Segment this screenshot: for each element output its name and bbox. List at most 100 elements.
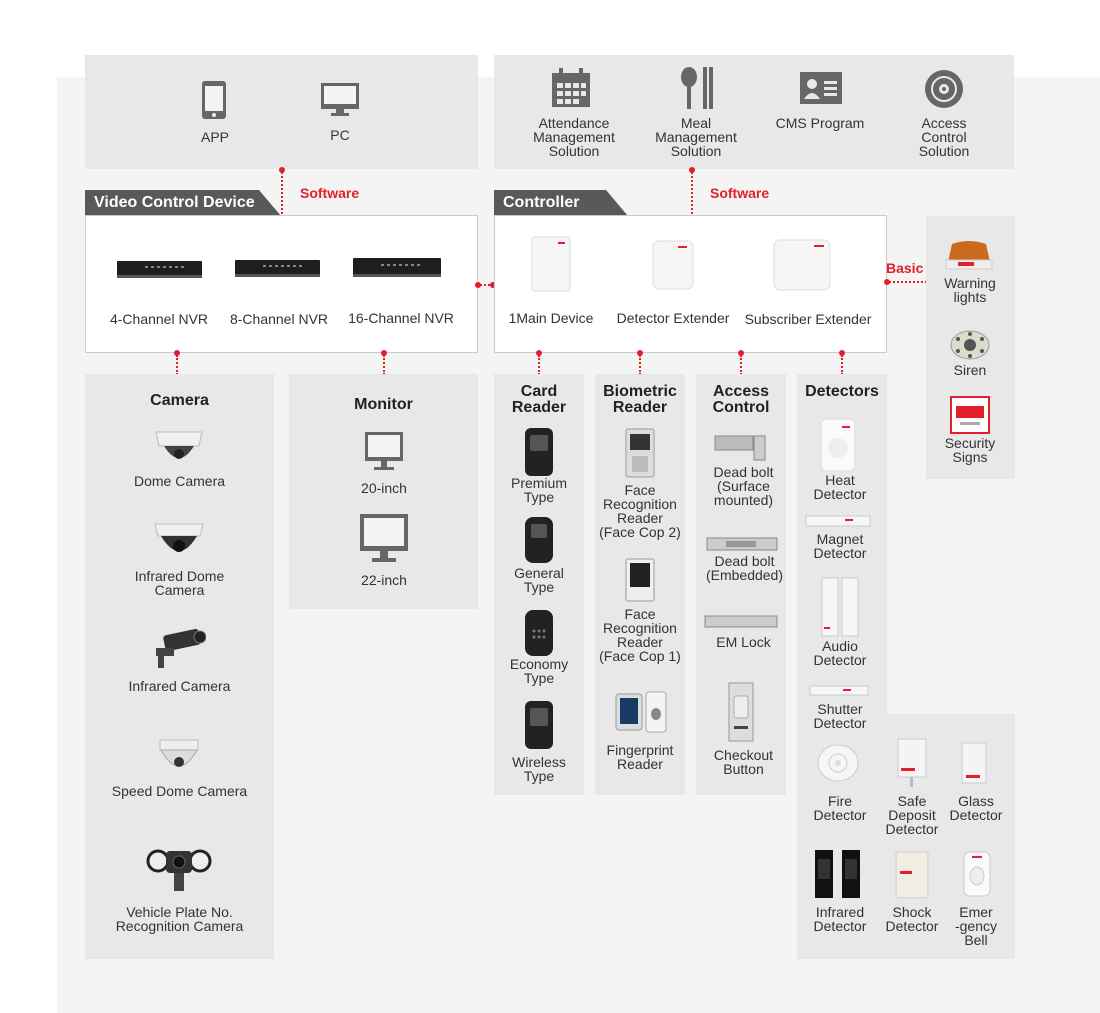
glass-detector-label: Glass Detector bbox=[949, 793, 1003, 823]
card-reader-title: Card Reader bbox=[511, 383, 567, 416]
heat-detector-image bbox=[820, 418, 856, 472]
pc-label: PC bbox=[330, 127, 350, 143]
attendance-label: Attendance Management Solution bbox=[533, 115, 615, 159]
shock-detector-image bbox=[895, 851, 929, 899]
economy-reader-image bbox=[525, 610, 553, 656]
detector-extender-label: Detector Extender bbox=[616, 310, 730, 326]
nvr-8-label: 8-Channel NVR bbox=[229, 311, 329, 327]
siren-image bbox=[950, 330, 990, 360]
connector-dot bbox=[174, 350, 180, 356]
nvr-8-image bbox=[235, 260, 320, 277]
lpr-camera-label: Vehicle Plate No. Recognition Camera bbox=[115, 904, 244, 934]
connector-dot bbox=[637, 350, 643, 356]
fingerprint-reader-label: Fingerprint Reader bbox=[606, 742, 674, 772]
heat-detector-label: Heat Detector bbox=[813, 472, 867, 502]
infrared-detector-image bbox=[815, 850, 860, 898]
connector-line bbox=[889, 281, 927, 283]
connector-line bbox=[383, 355, 385, 375]
em-lock-image bbox=[704, 615, 778, 628]
basic-label: Basic bbox=[886, 260, 924, 276]
deadbolt-surface-label: Dead bolt (Surface mounted) bbox=[713, 464, 774, 508]
main-device-label: 1Main Device bbox=[508, 310, 594, 326]
fire-detector-image bbox=[817, 744, 859, 782]
video-control-box bbox=[85, 215, 478, 353]
shutter-detector-image bbox=[809, 685, 869, 696]
monitor-22-icon bbox=[360, 514, 408, 562]
premium-reader-image bbox=[525, 428, 553, 476]
monitor-icon bbox=[321, 83, 359, 116]
safe-deposit-detector-label: Safe Deposit Detector bbox=[885, 793, 939, 837]
id-card-icon bbox=[800, 72, 842, 104]
connector-dot bbox=[689, 167, 695, 173]
nvr-16-label: 16-Channel NVR bbox=[348, 310, 454, 326]
clients-panel bbox=[85, 55, 478, 169]
connector-dot bbox=[884, 279, 890, 285]
safe-deposit-detector-image bbox=[897, 738, 927, 787]
disc-icon bbox=[925, 70, 963, 108]
shock-detector-label: Shock Detector bbox=[885, 904, 939, 934]
checkout-button-label: Checkout Button bbox=[713, 747, 774, 777]
general-type-label: General Type bbox=[514, 565, 564, 595]
monitor-22-label: 22-inch bbox=[361, 572, 407, 588]
calendar-icon bbox=[552, 68, 590, 107]
face-cop-1-label: Face Recognition Reader (Face Cop 1) bbox=[599, 606, 681, 664]
connector-line bbox=[740, 355, 742, 375]
warning-light-image bbox=[945, 241, 993, 270]
ir-dome-camera-image bbox=[154, 523, 204, 552]
detectors-title: Detectors bbox=[805, 383, 879, 400]
video-control-tab: Video Control Device bbox=[85, 190, 281, 216]
infrared-detector-label: Infrared Detector bbox=[813, 904, 867, 934]
face-cop-1-image bbox=[625, 558, 655, 602]
deadbolt-surface-image bbox=[714, 435, 766, 461]
connector-dot bbox=[536, 350, 542, 356]
general-reader-image bbox=[525, 517, 553, 563]
detector-extender-image bbox=[652, 240, 694, 290]
software-left-label: Software bbox=[300, 185, 360, 201]
checkout-button-image bbox=[728, 682, 754, 742]
connector-line bbox=[841, 355, 843, 375]
deadbolt-embedded-label: Dead bolt (Embedded) bbox=[705, 553, 784, 583]
ir-dome-camera-label: Infrared Dome Camera bbox=[134, 568, 225, 598]
connector-line bbox=[480, 284, 490, 286]
connector-dot bbox=[475, 282, 481, 288]
connector-line bbox=[639, 355, 641, 375]
meal-label: Meal Management Solution bbox=[655, 115, 737, 159]
emergency-bell-label: Emer -gency Bell bbox=[954, 904, 998, 948]
nvr-16-image bbox=[353, 258, 441, 277]
connector-dot bbox=[738, 350, 744, 356]
fire-detector-label: Fire Detector bbox=[813, 793, 867, 823]
subscriber-extender-image bbox=[773, 239, 831, 291]
camera-title: Camera bbox=[150, 392, 209, 409]
security-sign-image bbox=[950, 396, 990, 434]
access-solution-label: Access Control Solution bbox=[918, 115, 970, 159]
magnet-detector-image bbox=[805, 515, 871, 527]
monitor-panel bbox=[289, 374, 478, 609]
nvr-4-label: 4-Channel NVR bbox=[109, 311, 209, 327]
emergency-bell-image bbox=[963, 851, 991, 897]
security-signs-label: Security Signs bbox=[944, 435, 996, 465]
monitor-20-icon bbox=[365, 432, 403, 470]
monitor-title: Monitor bbox=[354, 396, 413, 413]
magnet-detector-label: Magnet Detector bbox=[813, 531, 867, 561]
connector-line bbox=[281, 172, 283, 214]
audio-detector-label: Audio Detector bbox=[813, 638, 867, 668]
main-device-image bbox=[531, 236, 571, 292]
shutter-detector-label: Shutter Detector bbox=[813, 701, 867, 731]
glass-detector-image bbox=[961, 742, 987, 784]
economy-type-label: Economy Type bbox=[509, 656, 569, 686]
face-cop-2-label: Face Recognition Reader (Face Cop 2) bbox=[599, 482, 681, 540]
cms-label: CMS Program bbox=[775, 115, 865, 131]
ir-camera-image bbox=[156, 628, 206, 668]
audio-detector-image bbox=[821, 577, 859, 637]
connector-line bbox=[538, 355, 540, 375]
dome-camera-image bbox=[155, 431, 203, 459]
software-right-label: Software bbox=[710, 185, 770, 201]
monitor-20-label: 20-inch bbox=[361, 480, 407, 496]
deadbolt-embedded-image bbox=[706, 537, 778, 551]
warning-lights-label: Warning lights bbox=[944, 275, 996, 305]
utensils-icon bbox=[681, 67, 713, 109]
biometric-title: Biometric Reader bbox=[603, 383, 677, 416]
fingerprint-reader-image bbox=[615, 691, 667, 733]
connector-dot bbox=[279, 167, 285, 173]
wireless-reader-image bbox=[525, 701, 553, 749]
